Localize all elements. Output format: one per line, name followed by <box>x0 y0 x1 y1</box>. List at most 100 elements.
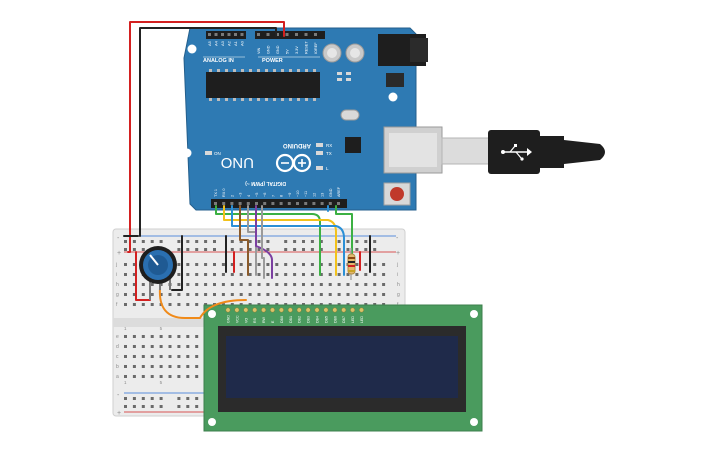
breadboard-hole[interactable] <box>239 263 243 266</box>
header-pin[interactable] <box>238 202 242 205</box>
breadboard-hole[interactable] <box>177 283 181 286</box>
wire-gray-d3[interactable] <box>247 205 257 276</box>
lcd-pin-pad[interactable] <box>341 307 347 313</box>
breadboard-hole[interactable] <box>355 263 359 266</box>
lcd-pin-pad[interactable] <box>270 307 275 313</box>
breadboard-hole[interactable] <box>364 283 368 286</box>
breadboard-hole[interactable] <box>355 293 359 296</box>
breadboard-hole[interactable] <box>132 405 136 408</box>
breadboard-hole[interactable] <box>132 263 136 266</box>
breadboard-hole[interactable] <box>230 293 234 296</box>
breadboard-hole[interactable] <box>284 273 288 276</box>
breadboard-hole[interactable] <box>266 240 270 243</box>
breadboard-hole[interactable] <box>186 240 190 243</box>
breadboard-hole[interactable] <box>221 293 225 296</box>
breadboard-hole[interactable] <box>221 263 225 266</box>
wires[interactable] <box>123 21 371 319</box>
breadboard-hole[interactable] <box>221 273 225 276</box>
breadboard-hole[interactable] <box>302 248 305 251</box>
breadboard-hole[interactable] <box>266 263 270 266</box>
breadboard-hole[interactable] <box>150 375 154 378</box>
breadboard-hole[interactable] <box>257 248 261 251</box>
breadboard-hole[interactable] <box>302 283 305 286</box>
breadboard-hole[interactable] <box>257 263 261 266</box>
breadboard-hole[interactable] <box>168 365 172 368</box>
breadboard-hole[interactable] <box>159 283 163 286</box>
breadboard-hole[interactable] <box>159 345 163 348</box>
lcd-pin-pad[interactable] <box>252 307 258 313</box>
breadboard-hole[interactable] <box>284 240 288 243</box>
breadboard-hole[interactable] <box>195 335 199 338</box>
header-pin[interactable] <box>255 202 258 205</box>
breadboard-hole[interactable] <box>132 283 136 286</box>
breadboard-hole[interactable] <box>266 283 270 286</box>
wire-orange-contrast[interactable] <box>158 287 247 319</box>
breadboard-hole[interactable] <box>186 283 190 286</box>
breadboard-hole[interactable] <box>124 293 127 296</box>
breadboard-hole[interactable] <box>141 397 145 400</box>
breadboard-hole[interactable] <box>239 248 243 251</box>
breadboard-hole[interactable] <box>328 273 332 276</box>
breadboard-hole[interactable] <box>355 283 359 286</box>
lcd-pin-pad[interactable] <box>305 307 311 313</box>
breadboard-hole[interactable] <box>186 335 190 338</box>
breadboard-hole[interactable] <box>177 355 181 358</box>
breadboard-hole[interactable] <box>132 293 136 296</box>
breadboard-hole[interactable] <box>159 375 163 378</box>
breadboard-hole[interactable] <box>159 365 163 368</box>
breadboard-hole[interactable] <box>213 263 216 266</box>
breadboard-hole[interactable] <box>293 273 297 276</box>
breadboard-hole[interactable] <box>310 240 314 243</box>
breadboard-hole[interactable] <box>230 273 234 276</box>
breadboard-hole[interactable] <box>150 365 154 368</box>
breadboard-hole[interactable] <box>186 263 190 266</box>
lcd-pin-pad[interactable] <box>332 307 338 313</box>
breadboard-hole[interactable] <box>124 335 127 338</box>
header-pin[interactable] <box>314 33 317 36</box>
breadboard-hole[interactable] <box>132 303 136 306</box>
breadboard-hole[interactable] <box>257 293 261 296</box>
breadboard-hole[interactable] <box>213 293 216 296</box>
breadboard-hole[interactable] <box>150 293 154 296</box>
wire-brown-d4[interactable] <box>239 205 249 276</box>
breadboard-hole[interactable] <box>124 375 127 378</box>
breadboard-hole[interactable] <box>132 240 136 243</box>
breadboard-hole[interactable] <box>373 248 377 251</box>
breadboard-hole[interactable] <box>186 293 190 296</box>
breadboard-hole[interactable] <box>346 248 350 251</box>
breadboard-hole[interactable] <box>204 263 208 266</box>
header-pin[interactable] <box>246 202 250 205</box>
breadboard-hole[interactable] <box>302 263 305 266</box>
breadboard-hole[interactable] <box>337 273 341 276</box>
breadboard-hole[interactable] <box>382 293 386 296</box>
breadboard-hole[interactable] <box>168 355 172 358</box>
breadboard-hole[interactable] <box>159 293 163 296</box>
breadboard-hole[interactable] <box>257 273 261 276</box>
breadboard-hole[interactable] <box>355 273 359 276</box>
breadboard-hole[interactable] <box>195 405 199 408</box>
breadboard-hole[interactable] <box>150 345 154 348</box>
header-pin[interactable] <box>328 202 332 205</box>
breadboard-hole[interactable] <box>124 248 127 251</box>
breadboard-hole[interactable] <box>132 397 136 400</box>
header-pin[interactable] <box>312 202 316 205</box>
breadboard-hole[interactable] <box>195 375 199 378</box>
wire-black-gnd[interactable] <box>139 27 277 237</box>
breadboard-hole[interactable] <box>355 240 359 243</box>
header-pin[interactable] <box>295 33 298 36</box>
lcd-pin-pad[interactable] <box>323 307 329 313</box>
breadboard-hole[interactable] <box>124 240 127 243</box>
breadboard-hole[interactable] <box>364 248 368 251</box>
breadboard-hole[interactable] <box>221 283 225 286</box>
breadboard-hole[interactable] <box>382 273 386 276</box>
breadboard-hole[interactable] <box>310 248 314 251</box>
breadboard-hole[interactable] <box>310 263 314 266</box>
breadboard-hole[interactable] <box>310 273 314 276</box>
breadboard-hole[interactable] <box>257 283 261 286</box>
header-pin[interactable] <box>266 33 270 36</box>
breadboard-hole[interactable] <box>266 248 270 251</box>
header-pin[interactable] <box>230 202 234 205</box>
breadboard-hole[interactable] <box>328 263 332 266</box>
